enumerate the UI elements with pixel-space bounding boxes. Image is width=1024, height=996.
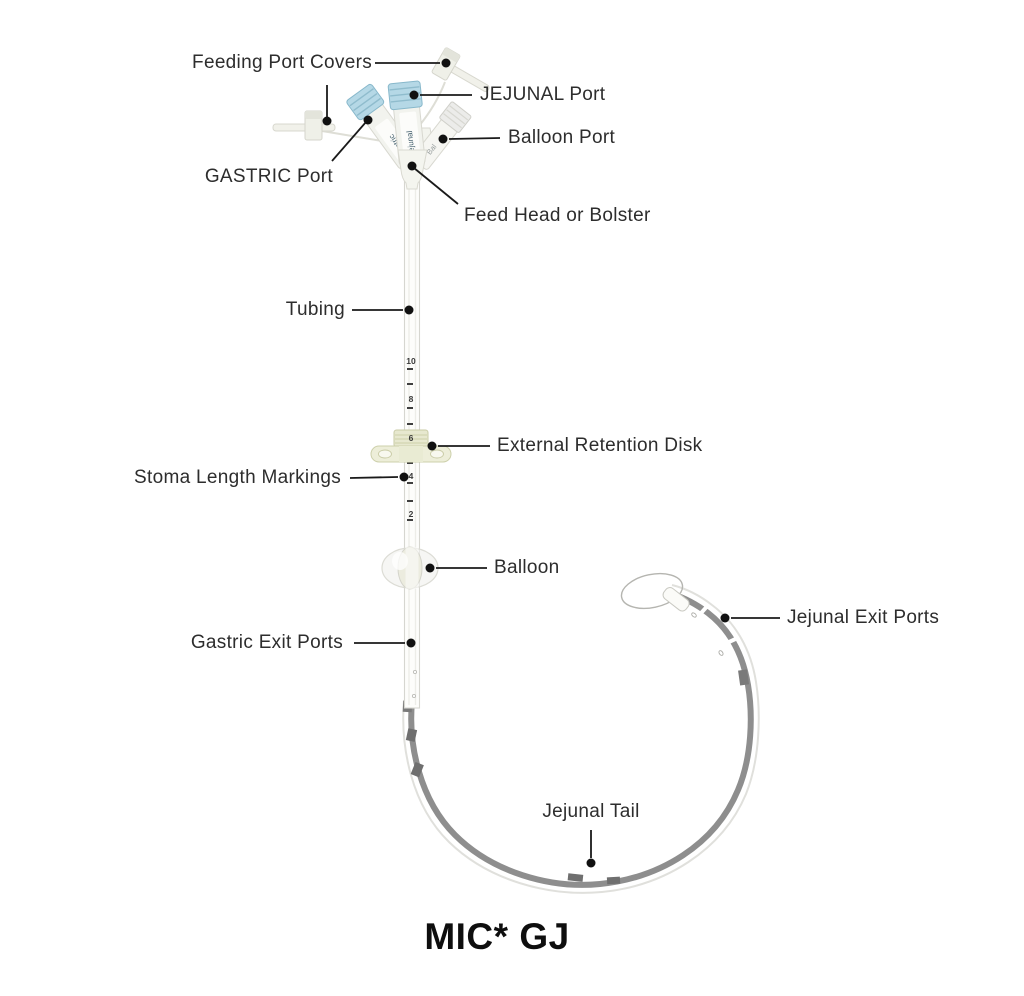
label-jejunal-port: JEJUNAL Port: [480, 84, 606, 105]
depth-mark: [410, 761, 424, 778]
stoma-number: 8: [409, 394, 414, 404]
stoma-number: 6: [409, 433, 414, 443]
diagram-title: MIC* GJ: [424, 916, 570, 957]
tube-segment-gap: [721, 637, 737, 647]
stoma-number: 10: [406, 356, 416, 366]
stoma-tick-marks: [407, 368, 413, 521]
curve-mark: [738, 669, 750, 686]
leader-lines: [326, 62, 780, 858]
jejunal-exit-port-hole: [718, 650, 724, 656]
stoma-number: 4: [409, 471, 414, 481]
depth-mark: [405, 728, 418, 742]
feeding-port-cover-left: [272, 110, 389, 143]
label-feeding-port-covers: Feeding Port Covers: [192, 52, 372, 73]
tube-segment-gap: [695, 605, 709, 619]
label-tubing: Tubing: [285, 299, 345, 320]
jejunal-tip-loop: [620, 572, 684, 610]
leader-dots: [322, 58, 730, 868]
gastric-exit-port-hole: [411, 693, 417, 699]
stoma-marking-numbers: 10 8 6 4 2: [406, 356, 416, 519]
label-gastric-port: GASTRIC Port: [204, 166, 333, 187]
jejunal-tube-lumen: [408, 590, 754, 888]
label-balloon: Balloon: [494, 557, 560, 578]
label-stoma-length-markings: Stoma Length Markings: [134, 467, 341, 488]
jejunal-exit-port-hole: [691, 612, 697, 618]
label-feed-head-or-bolster: Feed Head or Bolster: [464, 205, 651, 226]
gastric-exit-port-hole: [412, 669, 418, 675]
label-balloon-port: Balloon Port: [508, 127, 616, 148]
label-jejunal-tail: Jejunal Tail: [542, 801, 640, 822]
tail-mark: [606, 876, 621, 885]
stoma-number: 2: [409, 509, 414, 519]
label-gastric-exit-ports: Gastric Exit Ports: [190, 632, 343, 653]
jejunal-tube-tip: [662, 587, 690, 612]
label-jejunal-exit-ports: Jejunal Exit Ports: [787, 607, 940, 628]
tail-mark: [567, 873, 584, 882]
jejunal-tube-outer-wall: [402, 584, 760, 894]
jejunal-tube-curve: [402, 572, 760, 894]
label-external-retention-disk: External Retention Disk: [497, 435, 703, 456]
jejunal-port-cap-label: Jejunal: [405, 130, 417, 156]
